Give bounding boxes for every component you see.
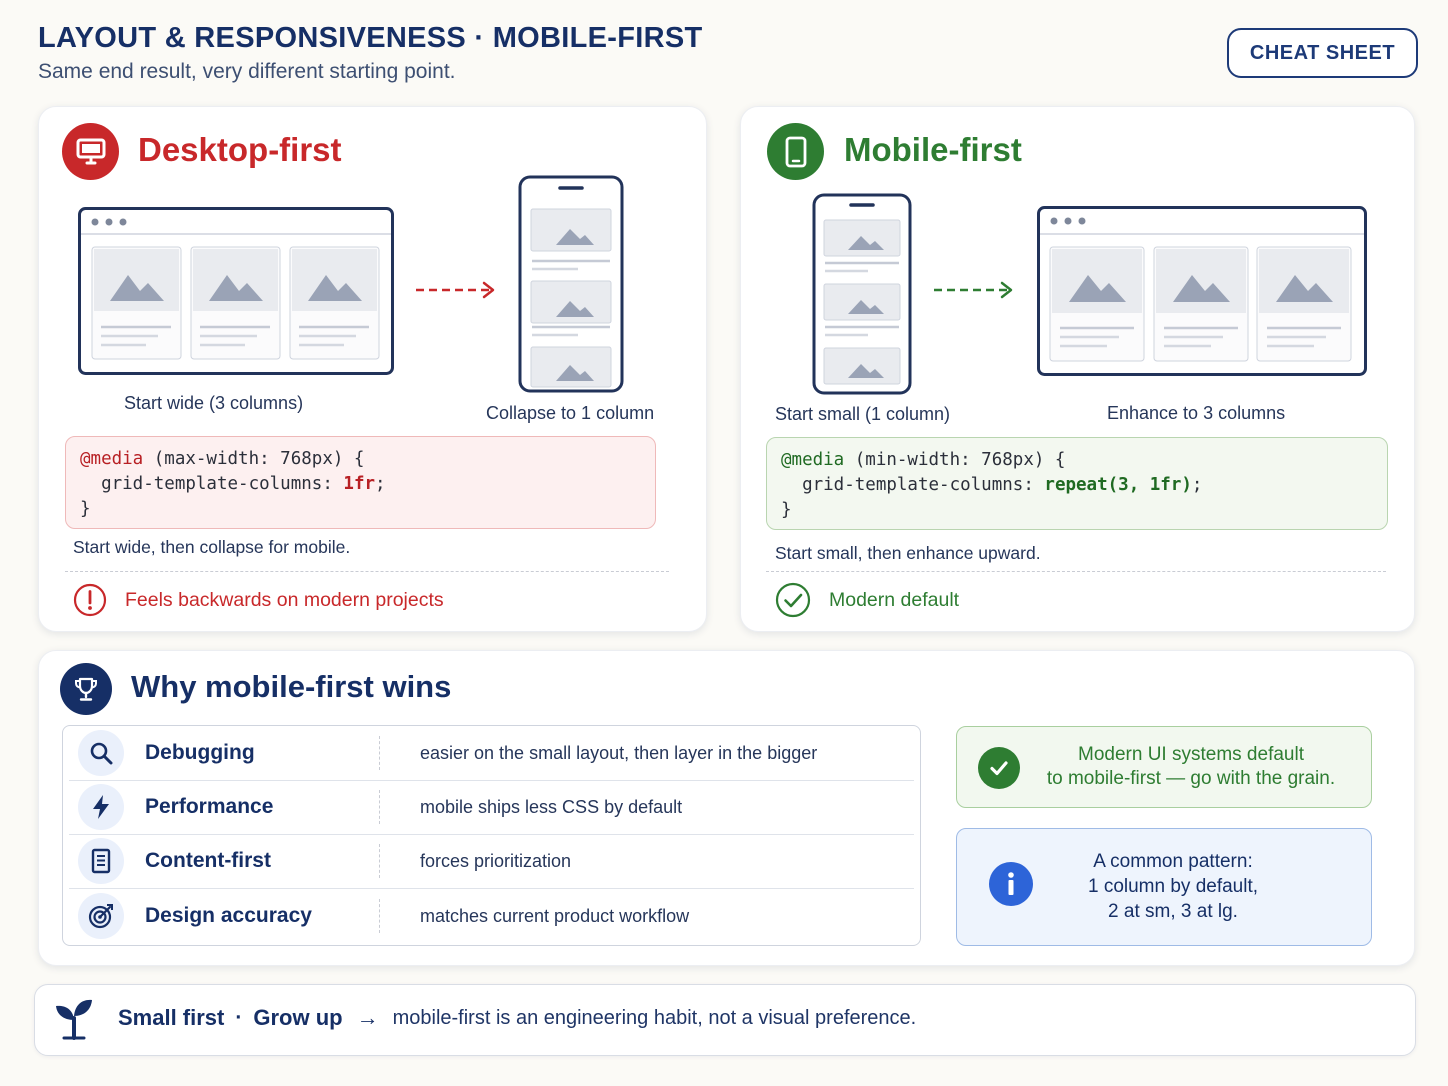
why-benefits-table: Debugging easier on the small layout, th… — [62, 725, 921, 946]
monitor-icon — [62, 123, 119, 180]
check-circle-icon — [775, 582, 811, 618]
why-title: Why mobile-first wins — [131, 669, 452, 704]
desktop-verdict: Feels backwards on modern projects — [73, 583, 444, 617]
mobile-code-snippet: @media (min-width: 768px) { grid-templat… — [766, 437, 1388, 530]
cheat-sheet-button[interactable]: CHEAT SHEET — [1227, 28, 1418, 78]
row-description: forces prioritization — [420, 850, 572, 871]
footer-text: mobile-first is an engineering habit, no… — [392, 1006, 917, 1029]
row-description: mobile ships less CSS by default — [420, 796, 683, 817]
mobile-verdict: Modern default — [775, 582, 959, 618]
mobile-first-default-note: Modern UI systems default to mobile-firs… — [956, 726, 1372, 808]
lightning-icon — [78, 784, 124, 830]
desktop-end-caption: Collapse to 1 column — [486, 403, 655, 423]
check-circle-icon — [978, 747, 1020, 789]
divider — [379, 899, 380, 933]
green-dashed-arrow-icon — [934, 281, 1013, 299]
desktop-code-snippet: @media (max-width: 768px) { grid-templat… — [65, 436, 656, 529]
mobile-verdict-text: Modern default — [829, 588, 960, 611]
divider — [379, 790, 380, 824]
footer-bar — [34, 984, 1416, 1056]
desktop-verdict-text: Feels backwards on modern projects — [125, 588, 444, 611]
table-row: Debugging easier on the small layout, th… — [63, 726, 920, 780]
row-label: Design accuracy — [145, 904, 312, 927]
mobile-summary: Start small, then enhance upward. — [775, 543, 1041, 563]
table-row: Content-first forces prioritization — [63, 834, 920, 888]
footer-message: Small first · Grow up → mobile-first is … — [118, 1005, 916, 1031]
note-line: 2 at sm, 3 at lg. — [1108, 901, 1238, 922]
row-description: matches current product workflow — [420, 905, 690, 926]
sprout-icon — [56, 999, 92, 1040]
phone-wireframe — [812, 193, 912, 395]
info-icon — [989, 862, 1033, 906]
divider — [766, 571, 1386, 572]
desktop-start-caption: Start wide (3 columns) — [124, 393, 304, 413]
divider — [65, 571, 669, 572]
note-line: Modern UI systems default — [1078, 744, 1304, 765]
search-icon — [78, 730, 124, 776]
mobile-end-caption: Enhance to 3 columns — [1107, 403, 1286, 423]
phone-wireframe — [518, 175, 624, 393]
desktop-first-title: Desktop-first — [138, 131, 342, 168]
row-label: Performance — [145, 795, 274, 818]
trophy-icon — [60, 663, 112, 715]
divider — [69, 780, 914, 781]
mobile-start-caption: Start small (1 column) — [775, 404, 951, 424]
table-row: Design accuracy matches current product … — [63, 889, 920, 943]
note-line: A common pattern: — [1093, 851, 1253, 872]
divider — [379, 844, 380, 878]
document-icon — [78, 838, 124, 884]
footer-part1: Small first — [118, 1005, 225, 1030]
divider — [69, 888, 914, 889]
warning-icon — [73, 583, 107, 617]
common-pattern-note: A common pattern: 1 column by default, 2… — [956, 828, 1372, 946]
page-title: LAYOUT & RESPONSIVENESS · MOBILE-FIRST — [38, 22, 703, 54]
footer-part2: Grow up — [253, 1005, 343, 1030]
phone-icon — [767, 123, 824, 180]
mobile-first-title: Mobile-first — [844, 131, 1022, 168]
arrow-right-icon: → — [356, 1005, 379, 1030]
desktop-summary: Start wide, then collapse for mobile. — [73, 537, 351, 557]
row-label: Content-first — [145, 849, 271, 872]
red-dashed-arrow-icon — [416, 281, 495, 299]
desktop-wireframe — [78, 207, 394, 375]
page-subtitle: Same end result, very different starting… — [38, 60, 456, 83]
row-label: Debugging — [145, 741, 255, 764]
divider — [69, 834, 914, 835]
desktop-wireframe — [1037, 206, 1367, 376]
divider — [379, 736, 380, 770]
target-icon — [78, 893, 124, 939]
table-row: Performance mobile ships less CSS by def… — [63, 780, 920, 834]
note-line: to mobile-first — go with the grain. — [1046, 768, 1336, 789]
note-line: 1 column by default, — [1087, 876, 1259, 897]
row-description: easier on the small layout, then layer i… — [420, 742, 818, 763]
footer-dot: · — [235, 1006, 243, 1029]
